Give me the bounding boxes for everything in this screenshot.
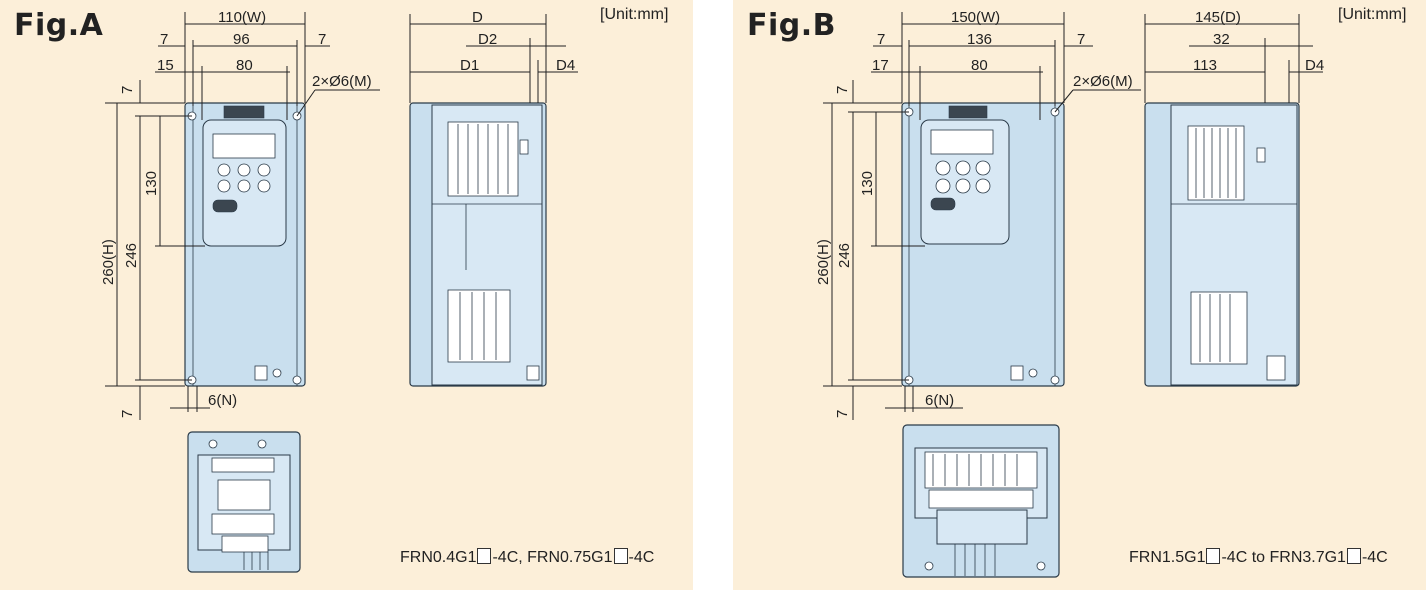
bottom-view-a xyxy=(187,431,301,573)
dim-height-label: 260(H) xyxy=(100,239,117,285)
dim-width-label: 110(W) xyxy=(218,9,266,26)
dim-width-label: 150(W) xyxy=(951,9,1000,26)
figure-a-model-part1: FRN0.4G1 xyxy=(400,549,477,566)
dim-6n-label: 6(N) xyxy=(925,392,954,409)
dim-mount-label: 2×Ø6(M) xyxy=(1073,73,1133,90)
dim-mount-label: 2×Ø6(M) xyxy=(312,73,372,90)
dim-d1-label: D1 xyxy=(460,57,479,74)
figure-b-panel: Fig.B [Unit:mm] xyxy=(733,0,1426,590)
dim-height-label: 260(H) xyxy=(815,239,832,285)
placeholder-box-icon xyxy=(613,548,628,564)
figure-b-unit: [Unit:mm] xyxy=(1338,6,1407,23)
dim-246-label: 246 xyxy=(836,243,853,268)
placeholder-box-icon xyxy=(477,548,492,564)
dim-32-label: 32 xyxy=(1213,31,1230,48)
placeholder-box-icon xyxy=(1206,548,1221,564)
figure-a-drawing: 110(W) 96 7 7 15 80 2×Ø6(M) 7 260(H) 246… xyxy=(100,9,578,573)
dim-right7-label: 7 xyxy=(318,31,326,48)
front-view-b xyxy=(901,102,1065,387)
side-view-b xyxy=(1144,102,1300,387)
dim-bottom7-label: 7 xyxy=(119,410,136,418)
dim-96-label: 96 xyxy=(233,31,250,48)
front-view-a xyxy=(184,102,306,387)
dim-246-label: 246 xyxy=(123,243,140,268)
figure-b-title: Fig.B xyxy=(747,8,837,43)
dim-top7-label: 7 xyxy=(119,86,136,94)
dim-left7-label: 7 xyxy=(160,31,168,48)
dim-depth-label: D xyxy=(472,9,483,26)
dim-113-label: 113 xyxy=(1193,57,1217,74)
dim-6n-label: 6(N) xyxy=(208,392,237,409)
dim-d4-label: D4 xyxy=(556,57,575,74)
dim-bottom7-label: 7 xyxy=(834,410,851,418)
dim-17-label: 17 xyxy=(872,57,889,74)
figure-a-model-part3: -4C xyxy=(628,549,655,566)
figure-a-model-part2: -4C, FRN0.75G1 xyxy=(492,549,613,566)
dim-15-label: 15 xyxy=(157,57,174,74)
dim-80-label: 80 xyxy=(236,57,253,74)
figure-b-model: FRN1.5G1 -4C to FRN3.7G1 -4C xyxy=(1129,548,1388,567)
dim-top7-label: 7 xyxy=(834,86,851,94)
dim-130-label: 130 xyxy=(143,171,160,196)
dim-depth-label: 145(D) xyxy=(1195,9,1241,26)
figure-b-drawing: 150(W) 136 7 7 17 80 2×Ø6(M) 7 260(H) 24… xyxy=(815,9,1324,578)
placeholder-box-icon xyxy=(1346,548,1361,564)
figure-a-unit: [Unit:mm] xyxy=(600,6,669,23)
figure-b-model-part3: -4C xyxy=(1361,549,1388,566)
figure-b-model-part1: FRN1.5G1 xyxy=(1129,549,1206,566)
dim-left7-label: 7 xyxy=(877,31,885,48)
side-view-a xyxy=(409,102,547,387)
dim-136-label: 136 xyxy=(967,31,992,48)
figure-a-title: Fig.A xyxy=(14,8,104,43)
figure-a-panel: Fig.A [Unit:mm] xyxy=(0,0,693,590)
figure-b-model-part2: -4C to FRN3.7G1 xyxy=(1221,549,1346,566)
dim-80-label: 80 xyxy=(971,57,988,74)
dim-d2-label: D2 xyxy=(478,31,497,48)
dim-right7-label: 7 xyxy=(1077,31,1085,48)
dim-130-label: 130 xyxy=(859,171,876,196)
figure-a-model: FRN0.4G1 -4C, FRN0.75G1 -4C xyxy=(400,548,654,567)
dim-d4-label: D4 xyxy=(1305,57,1324,74)
bottom-view-b xyxy=(902,424,1060,578)
